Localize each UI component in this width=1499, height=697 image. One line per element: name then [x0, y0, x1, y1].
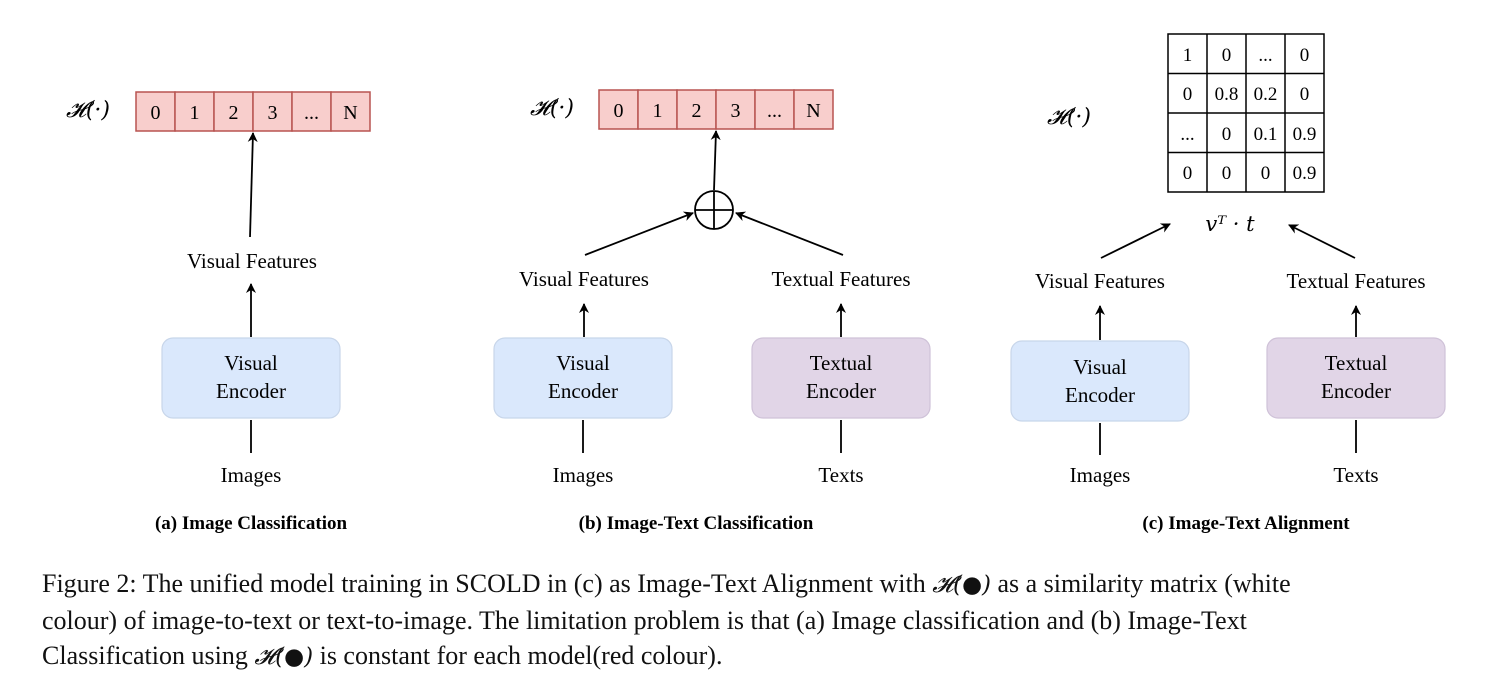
encoder-label-line1: Visual [1073, 355, 1127, 379]
arrow-features-to-head-a [247, 132, 258, 238]
head-vector-a: 0 1 2 3 ... N [135, 91, 371, 132]
head-cell-label: 1 [190, 102, 200, 124]
head-cell [291, 91, 332, 132]
matrix-cell: 0.9 [1293, 124, 1317, 145]
head-cell-label: ... [767, 100, 782, 122]
matrix-cell: 0.8 [1215, 84, 1239, 105]
textual-encoder-box-c [1266, 337, 1446, 419]
visual-features-label-a: Visual Features [187, 249, 317, 273]
matrix-cell: 0 [1222, 124, 1232, 145]
encoder-label-line1: Visual [224, 351, 278, 375]
matrix-cell: 0 [1222, 163, 1232, 184]
head-cell [598, 89, 639, 130]
head-cell [330, 91, 371, 132]
visual-encoder-box-a [161, 337, 341, 419]
head-cell [213, 91, 254, 132]
caption-text: as a similarity matrix (white [990, 569, 1291, 598]
matrix-cell: 0 [1183, 163, 1193, 184]
matrix-cell: 0 [1222, 45, 1232, 66]
visual-encoder-box-c [1010, 340, 1190, 422]
head-vector-b: 0 1 2 3 ... N [598, 89, 834, 130]
head-cell-label: 3 [268, 102, 278, 124]
head-cell-label: N [343, 102, 357, 124]
texts-label-b: Texts [818, 463, 863, 487]
head-cell [676, 89, 717, 130]
matrix-cell: 0 [1183, 84, 1193, 105]
caption-line-3: Classification using 𝓗(●) is constant fo… [42, 638, 1462, 675]
matrix-cell: 1 [1183, 45, 1193, 66]
panel-b: 𝓗(·) 0 1 2 3 ... N Visual Features Textu… [493, 89, 931, 534]
encoder-label-line1: Textual [810, 351, 873, 375]
panel-a: 𝓗(·) 0 1 2 3 ... N Visual Features Visua… [66, 91, 371, 534]
panel-c: 𝓗(·) 1 0 ... 0 0 0.8 0.2 0 ... 0 0.1 0.9… [1010, 33, 1446, 534]
similarity-matrix: 1 0 ... 0 0 0.8 0.2 0 ... 0 0.1 0.9 0 0 … [1167, 33, 1325, 193]
matrix-cell: 0.2 [1254, 84, 1278, 105]
head-cell-label: 2 [229, 102, 239, 124]
head-cell-label: N [806, 100, 820, 122]
encoder-label-line1: Textual [1325, 351, 1388, 375]
caption-line-2: colour) of image-to-text or text-to-imag… [42, 606, 1247, 635]
matrix-cell: 0 [1300, 45, 1310, 66]
encoder-label-line2: Encoder [1065, 383, 1135, 407]
head-label-a: 𝓗(·) [66, 98, 110, 123]
panel-caption-b: (b) Image-Text Classification [579, 513, 814, 534]
head-cell [793, 89, 834, 130]
encoder-label-line2: Encoder [216, 379, 286, 403]
matrix-cell: ... [1258, 45, 1272, 66]
arrow-textual-to-fusion [735, 211, 844, 256]
images-label-b: Images [553, 463, 614, 487]
matrix-cell: 0 [1300, 84, 1310, 105]
matrix-cell: 0.1 [1254, 124, 1278, 145]
head-cell-label: 0 [614, 100, 624, 122]
textual-encoder-box-b [751, 337, 931, 419]
caption-text: Figure 2: The unified model training in … [42, 569, 933, 598]
head-cell-label: 1 [653, 100, 663, 122]
caption-line-1: Figure 2: The unified model training in … [42, 566, 1462, 603]
arrow-textual-to-product [1288, 224, 1356, 259]
head-cell-label: 0 [151, 102, 161, 124]
panel-caption-a: (a) Image Classification [155, 513, 348, 534]
panel-caption-c: (c) Image-Text Alignment [1142, 513, 1350, 534]
arrow-visual-to-product [1100, 223, 1171, 259]
encoder-label-line1: Visual [556, 351, 610, 375]
encoder-label-line2: Encoder [548, 379, 618, 403]
textual-features-label-b: Textual Features [771, 267, 910, 291]
arrow-visual-to-fusion [584, 211, 694, 256]
caption-math: 𝓗(●) [254, 644, 314, 670]
arrow-fusion-to-head-b [710, 130, 721, 191]
head-cell-label: 3 [731, 100, 741, 122]
images-label-c: Images [1070, 463, 1131, 487]
head-cell [252, 91, 293, 132]
head-cell [174, 91, 215, 132]
matrix-cell: ... [1180, 124, 1194, 145]
dot-product-label: vᵀ · t [1205, 212, 1255, 236]
textual-features-label-c: Textual Features [1286, 269, 1425, 293]
visual-features-label-c: Visual Features [1035, 269, 1165, 293]
head-cell-label: 2 [692, 100, 702, 122]
head-cell [715, 89, 756, 130]
images-label-a: Images [221, 463, 282, 487]
caption-math: 𝓗(●) [932, 572, 991, 598]
matrix-cell: 0.9 [1293, 163, 1317, 184]
head-cell [135, 91, 176, 132]
caption-text: is constant for each model(red colour). [313, 641, 723, 670]
encoder-label-line2: Encoder [1321, 379, 1391, 403]
fusion-operator [694, 190, 734, 230]
encoder-label-line2: Encoder [806, 379, 876, 403]
matrix-cell: 0 [1261, 163, 1271, 184]
visual-features-label-b: Visual Features [519, 267, 649, 291]
texts-label-c: Texts [1333, 463, 1378, 487]
caption-text: Classification using [42, 641, 255, 670]
visual-encoder-box-b [493, 337, 673, 419]
figure-caption: Figure 2: The unified model training in … [42, 566, 1462, 675]
head-cell-label: ... [304, 102, 319, 124]
head-label-c: 𝓗(·) [1047, 105, 1091, 130]
head-label-b: 𝓗(·) [530, 96, 574, 121]
